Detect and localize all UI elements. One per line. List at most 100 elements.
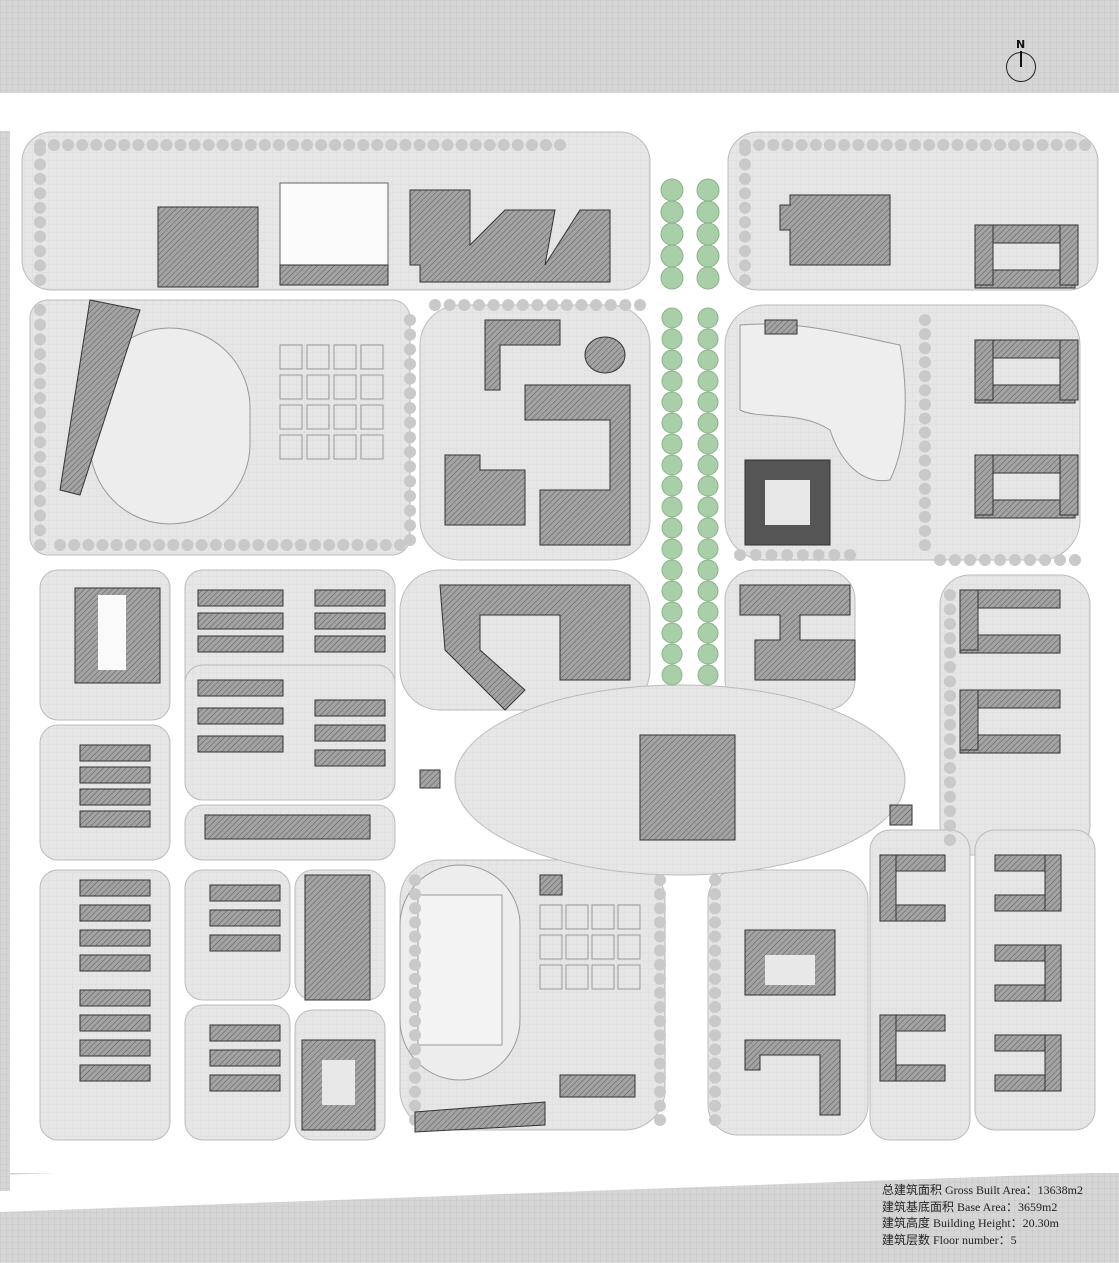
boulevard-tree xyxy=(661,517,683,539)
building xyxy=(79,954,151,972)
building xyxy=(209,1074,281,1092)
tree xyxy=(1008,139,1021,151)
tree xyxy=(739,259,751,272)
tree xyxy=(323,539,336,551)
tree xyxy=(404,416,416,429)
building xyxy=(79,744,151,762)
tree xyxy=(404,343,416,356)
tree xyxy=(944,704,956,717)
tree xyxy=(739,201,751,214)
tree xyxy=(34,304,46,316)
tree xyxy=(511,139,524,151)
building-height: 建筑高度 Building Height：20.30m xyxy=(882,1216,1060,1230)
tree xyxy=(919,370,931,383)
tree xyxy=(654,874,666,886)
tree xyxy=(195,539,208,551)
buildings xyxy=(59,182,1079,1133)
covered-courts xyxy=(279,182,389,266)
boulevard-tree xyxy=(661,391,683,413)
tree xyxy=(979,554,991,566)
building xyxy=(1059,454,1079,516)
building xyxy=(209,909,281,927)
boulevard-tree xyxy=(697,433,719,455)
building xyxy=(79,929,151,947)
tennis-court xyxy=(617,904,641,930)
boulevard-tree xyxy=(696,222,720,246)
building xyxy=(79,989,151,1007)
tree xyxy=(132,139,145,151)
football-pitch xyxy=(417,894,503,1046)
tree xyxy=(309,539,321,551)
tree xyxy=(34,259,46,272)
tennis-court xyxy=(539,934,563,960)
tree xyxy=(654,1099,666,1112)
tree xyxy=(404,328,416,341)
tree xyxy=(531,299,544,311)
tree xyxy=(34,494,46,507)
north-needle-icon xyxy=(1020,51,1022,67)
tree xyxy=(404,519,416,532)
tree xyxy=(844,549,856,561)
tree xyxy=(409,1071,421,1084)
building xyxy=(414,1101,546,1133)
building xyxy=(1059,339,1079,401)
tree xyxy=(796,549,809,561)
tree xyxy=(1054,554,1066,566)
tennis-court xyxy=(360,434,384,460)
building xyxy=(539,874,563,896)
tree xyxy=(944,776,956,789)
tree xyxy=(224,539,236,551)
north-arrow: N xyxy=(1003,38,1039,88)
tree xyxy=(739,230,751,243)
tree xyxy=(34,362,46,375)
tree xyxy=(575,299,588,311)
courtyard xyxy=(765,955,815,985)
building xyxy=(739,584,856,681)
tree xyxy=(709,1001,721,1014)
tree xyxy=(539,139,552,151)
tree xyxy=(34,392,46,405)
tree xyxy=(709,1057,721,1070)
tennis-court xyxy=(333,374,357,400)
tree xyxy=(949,554,961,566)
tree xyxy=(301,139,314,151)
tree xyxy=(404,490,416,502)
tree xyxy=(944,589,956,601)
boulevard-tree xyxy=(660,200,684,224)
tree xyxy=(409,1001,421,1014)
library xyxy=(524,384,631,546)
building xyxy=(879,1014,897,1082)
tree xyxy=(709,1015,721,1028)
building xyxy=(879,854,897,922)
tree xyxy=(34,377,46,390)
building xyxy=(974,454,994,516)
building xyxy=(314,749,386,767)
tennis-court xyxy=(333,434,357,460)
tree xyxy=(104,139,117,151)
tree xyxy=(919,510,931,523)
tree xyxy=(90,139,103,151)
building xyxy=(209,934,281,952)
teaching-building xyxy=(409,189,611,283)
tennis-court xyxy=(306,374,330,400)
tree xyxy=(654,958,666,971)
tree xyxy=(399,139,412,151)
tree xyxy=(994,139,1006,151)
tree xyxy=(919,398,931,411)
tree xyxy=(749,549,762,561)
boulevard-tree xyxy=(697,475,719,497)
tree xyxy=(124,539,137,551)
tree xyxy=(923,139,936,151)
tennis-court xyxy=(306,434,330,460)
building xyxy=(419,769,441,789)
building xyxy=(197,589,284,607)
tree xyxy=(230,139,243,151)
building xyxy=(439,584,631,711)
tree xyxy=(634,299,646,311)
tree xyxy=(944,689,956,702)
tree xyxy=(429,299,441,311)
boulevard-tree xyxy=(661,454,683,476)
tree xyxy=(258,139,271,151)
tree xyxy=(404,402,416,414)
